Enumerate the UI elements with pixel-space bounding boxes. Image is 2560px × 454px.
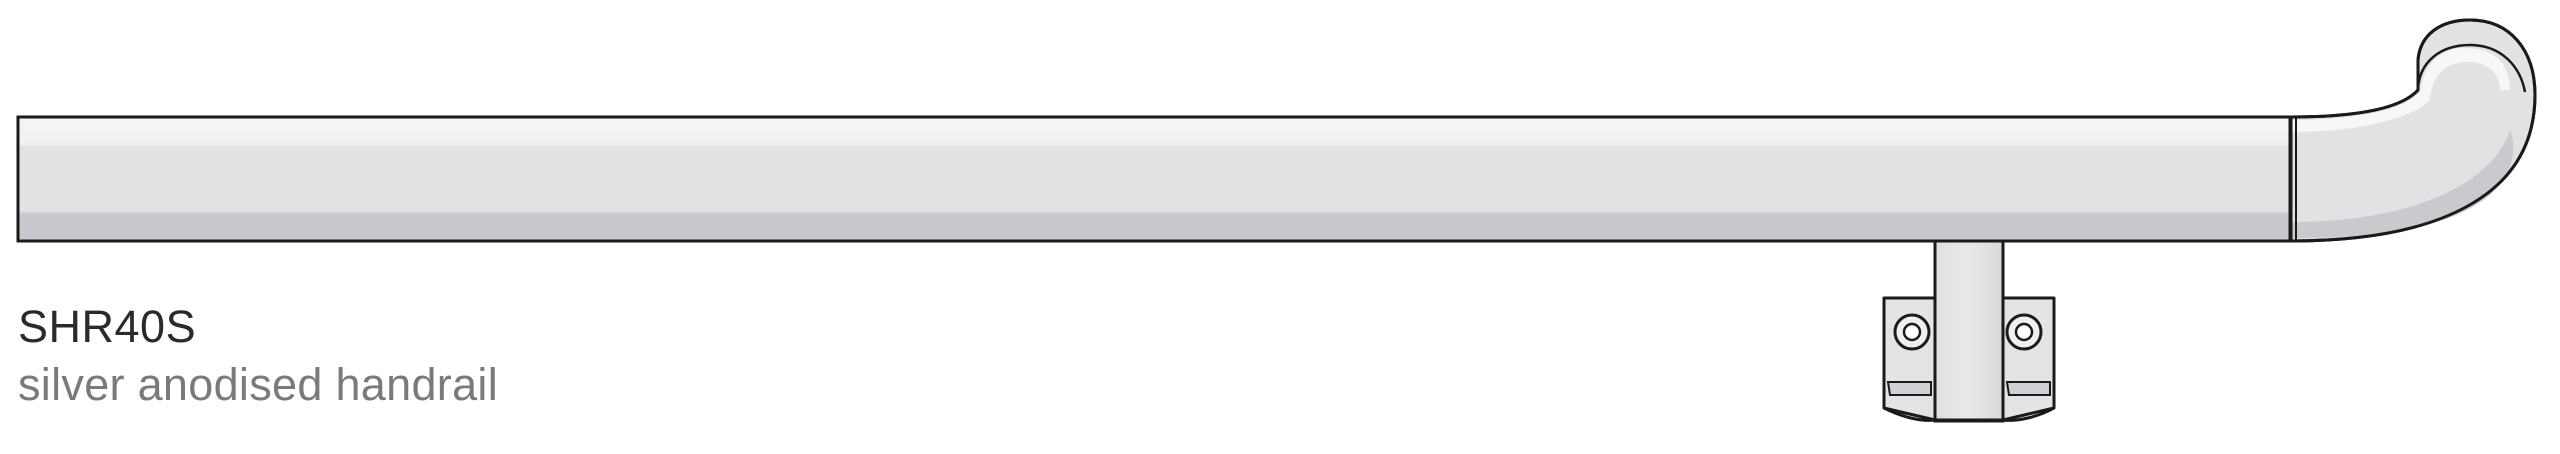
product-caption: SHR40S silver anodised handrail xyxy=(18,298,498,414)
handrail-bar xyxy=(16,115,2294,243)
product-code: SHR40S xyxy=(18,301,197,352)
bracket-bolt-icon xyxy=(1893,313,1931,351)
handrail-end-return xyxy=(2288,18,2537,243)
product-description: silver anodised handrail xyxy=(18,359,498,410)
bracket-bolt-icon xyxy=(2005,313,2043,351)
wall-bracket xyxy=(1882,239,2056,423)
